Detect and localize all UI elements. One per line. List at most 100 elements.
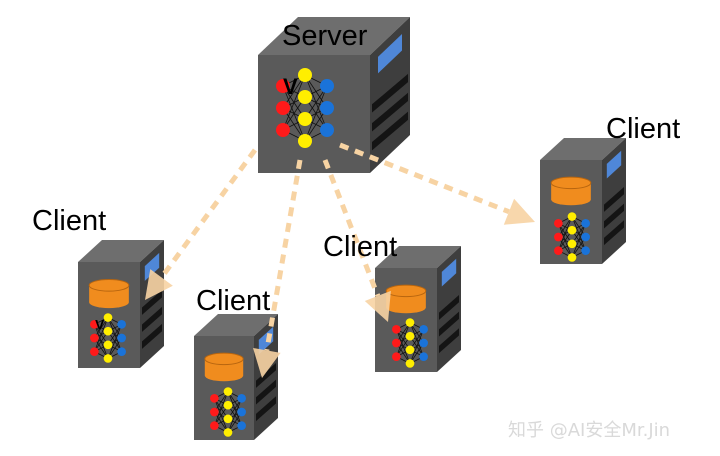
client-4-label: Client: [606, 113, 680, 145]
input-node: [392, 325, 401, 334]
nn-edge: [227, 398, 243, 433]
database-icon: [385, 284, 427, 298]
output-node: [419, 338, 428, 348]
model-version-marker: V: [95, 317, 104, 332]
hidden-node: [405, 318, 415, 327]
output-node: [237, 407, 246, 417]
output-node: [320, 123, 334, 137]
hidden-node: [103, 340, 113, 350]
neural-network-icon: V: [90, 313, 126, 363]
input-node: [554, 232, 563, 242]
vent-slot-icon: [142, 289, 162, 315]
database-bottom: [89, 296, 129, 309]
display-panel-icon: [144, 252, 160, 281]
display-panel-icon: [441, 258, 457, 287]
hidden-node: [567, 253, 577, 262]
output-node: [581, 232, 590, 242]
hidden-node: [103, 354, 113, 363]
vent-slot-icon: [439, 311, 459, 337]
database-icon: [204, 352, 244, 366]
nn-edge: [107, 324, 123, 359]
machine-top-face: [375, 246, 461, 268]
input-node: [392, 338, 401, 348]
output-node: [117, 320, 126, 329]
input-node: [210, 421, 219, 430]
hidden-node: [223, 400, 233, 410]
nn-edge: [557, 216, 573, 251]
input-node: [554, 219, 563, 228]
display-panel-icon: [378, 34, 402, 74]
vent-slot-icon: [439, 328, 459, 354]
hidden-node: [103, 313, 113, 322]
input-node: [392, 352, 401, 361]
arrow-head-icon: [145, 269, 173, 300]
neural-network-icon: V: [276, 68, 334, 148]
output-node: [320, 101, 334, 115]
arrow-head-icon: [253, 348, 281, 378]
display-panel-icon: [606, 150, 622, 179]
output-node: [581, 246, 590, 255]
machine-top-face: [78, 240, 164, 262]
machine-top-face: [540, 138, 626, 160]
machine-front-face: [540, 160, 602, 264]
vent-slot-icon: [256, 379, 276, 405]
client-3-label: Client: [323, 231, 397, 263]
arrow-head-icon: [503, 198, 535, 225]
client-1-machine: V: [78, 240, 164, 368]
input-node: [90, 347, 99, 356]
dashed-arrow-client-1: [159, 148, 258, 279]
vent-slot-icon: [256, 396, 276, 422]
database-icon: [550, 176, 592, 190]
vent-slot-icon: [372, 92, 408, 132]
neural-network-icon: [392, 318, 428, 368]
server-machine: V: [258, 17, 410, 173]
dashed-arrow-client-3: [322, 159, 381, 297]
output-node: [419, 352, 428, 361]
hidden-node: [298, 68, 312, 82]
input-node: [210, 407, 219, 417]
vent-slot-icon: [604, 187, 624, 212]
nn-edge: [93, 317, 109, 352]
vent-slot-icon: [604, 203, 624, 229]
machine-front-face: [258, 55, 370, 173]
output-node: [117, 333, 126, 343]
output-node: [320, 79, 334, 93]
input-node: [210, 394, 219, 403]
neural-network-icon: [210, 387, 246, 437]
database-bottom: [551, 193, 591, 206]
input-node: [554, 246, 563, 255]
input-node: [276, 123, 290, 137]
nn-edge: [213, 391, 229, 426]
hidden-node: [567, 239, 577, 249]
hidden-node: [223, 414, 233, 424]
input-node: [276, 101, 290, 115]
dashed-arrow-client-4: [339, 142, 510, 215]
hidden-node: [223, 428, 233, 437]
arrow-head-icon: [364, 290, 391, 322]
hidden-node: [298, 90, 312, 104]
nn-edge: [395, 322, 411, 357]
vent-slot-icon: [604, 220, 624, 246]
client-2-machine: [194, 314, 278, 440]
vent-slot-icon: [372, 111, 408, 151]
nn-edge: [304, 85, 328, 142]
machine-top-face: [194, 314, 278, 336]
vent-slot-icon: [256, 363, 276, 388]
model-version-marker: V: [283, 74, 298, 99]
client-4-machine: [540, 138, 626, 264]
input-node: [90, 320, 99, 329]
client-2-label: Client: [196, 285, 270, 317]
hidden-node: [567, 212, 577, 221]
hidden-node: [223, 387, 233, 396]
database-icon: [88, 278, 130, 292]
vent-slot-icon: [142, 306, 162, 332]
output-node: [581, 219, 590, 228]
hidden-node: [298, 112, 312, 126]
output-node: [117, 347, 126, 356]
hidden-node: [103, 326, 113, 336]
vent-slot-icon: [142, 323, 162, 349]
vent-slot-icon: [439, 295, 459, 320]
nn-edge: [409, 329, 425, 364]
client-1-label: Client: [32, 205, 106, 237]
